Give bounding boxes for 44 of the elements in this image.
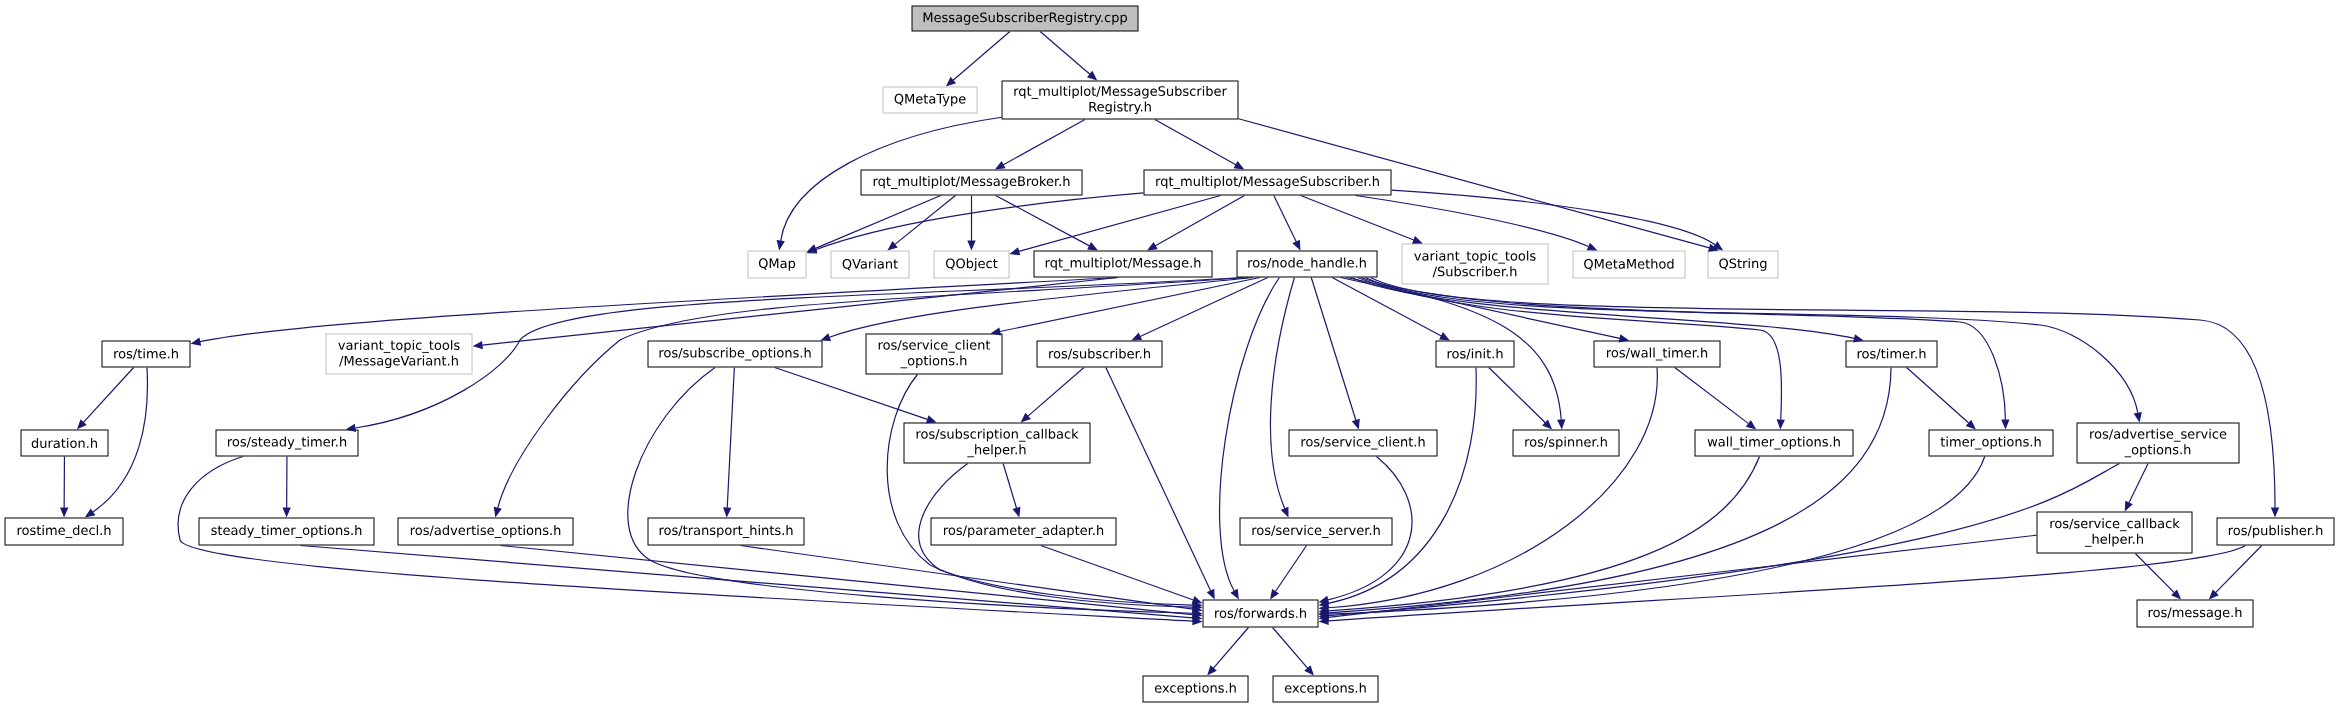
file-box: ros/init.h [1435, 340, 1515, 368]
file-box: ros/subscriber.h [1036, 340, 1163, 368]
file-box: ros/time.h [101, 340, 191, 368]
file-box: ros/steady_timer.h [215, 429, 359, 457]
file-box: QMetaMethod [1572, 250, 1686, 279]
file-box: ros/service_server.h [1239, 517, 1393, 546]
arrow [1906, 366, 1976, 430]
file-box: timer_options.h [1928, 429, 2054, 457]
file-box: variant_topic_tools /MessageVariant.h [325, 333, 473, 375]
file-box: QString [1707, 250, 1779, 279]
file-box: ros/subscribe_options.h [647, 340, 823, 368]
file-box: steady_timer_options.h [198, 517, 375, 546]
file-box: exceptions.h [1142, 675, 1249, 703]
file-box: QObject [933, 250, 1010, 279]
file-box: QVariant [830, 250, 910, 279]
file-box: ros/publisher.h [2216, 517, 2335, 546]
file-box: ros/timer.h [1845, 340, 1938, 368]
file-box: ros/transport_hints.h [647, 517, 805, 546]
source-file-box: MessageSubscriberRegistry.cpp [911, 5, 1139, 32]
file-box: ros/subscription_callback _helper.h [903, 422, 1091, 464]
file-box: ros/service_client.h [1288, 429, 1438, 457]
file-box: ros/wall_timer.h [1593, 340, 1721, 368]
file-box: ros/advertise_options.h [397, 517, 574, 546]
file-box: ros/forwards.h [1202, 599, 1319, 628]
file-box: rqt_multiplot/MessageSubscriber Registry.h [1001, 80, 1239, 120]
file-box: duration.h [20, 429, 109, 457]
file-box: ros/service_client _options.h [865, 333, 1003, 375]
file-box: exceptions.h [1272, 675, 1379, 703]
file-box: QMap [747, 250, 807, 279]
arrow [995, 194, 1098, 251]
file-box: rqt_multiplot/MessageBroker.h [860, 169, 1083, 196]
file-box: wall_timer_options.h [1694, 429, 1854, 457]
file-box: ros/service_callback _helper.h [2036, 511, 2193, 554]
arrow [1147, 194, 1246, 251]
file-box: rqt_multiplot/Message.h [1033, 250, 1213, 278]
file-box: ros/parameter_adapter.h [930, 517, 1117, 546]
file-box: variant_topic_tools /Subscriber.h [1401, 243, 1549, 285]
file-box: ros/spinner.h [1512, 429, 1620, 457]
file-box: ros/node_handle.h [1236, 250, 1378, 278]
file-box: rqt_multiplot/MessageSubscriber.h [1143, 169, 1392, 196]
file-box: QMetaType [882, 86, 978, 114]
file-box: ros/message.h [2136, 599, 2254, 628]
file-box: rostime_decl.h [4, 517, 124, 546]
file-box: ros/advertise_service _options.h [2076, 422, 2240, 464]
